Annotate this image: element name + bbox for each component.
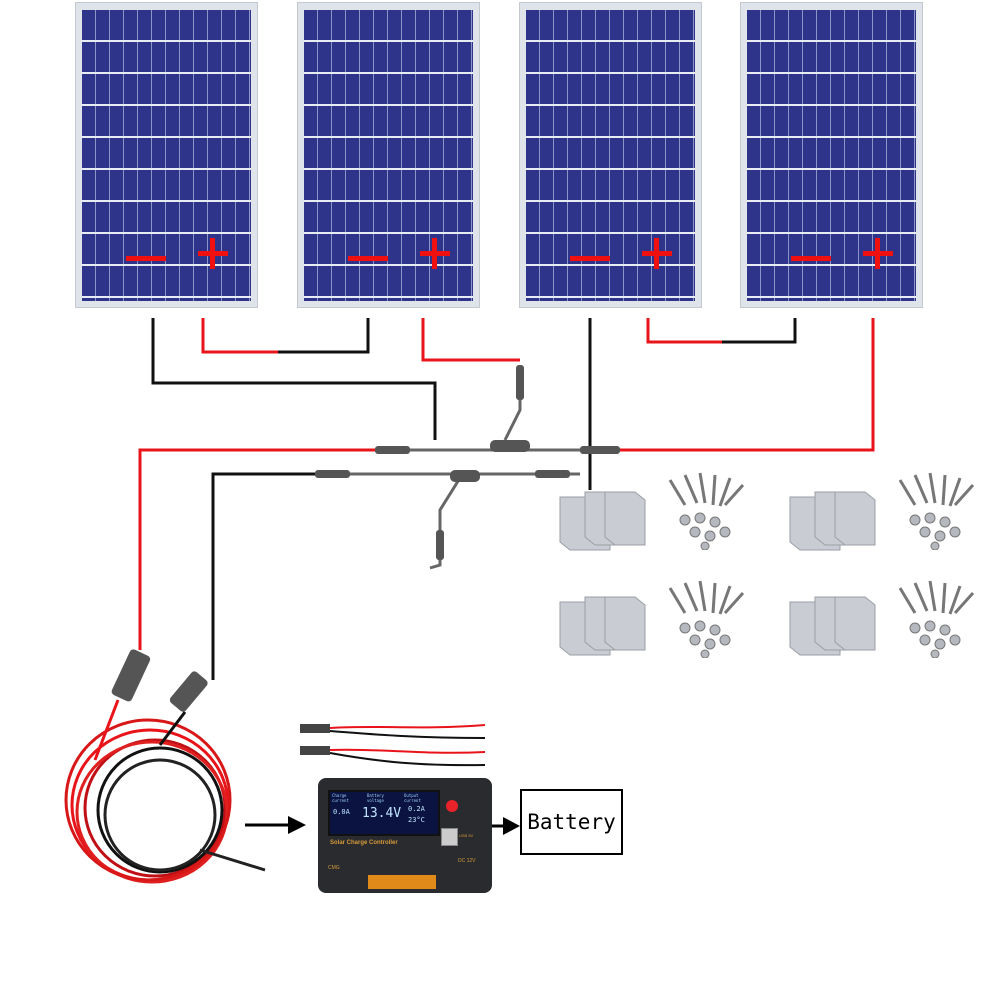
wire-panel4-positive [620,318,875,452]
wire-panel2-negative [278,318,370,354]
solar-charge-controller: Charge current Battery voltage Output cu… [318,778,492,893]
solar-panel-1 [75,2,258,308]
dc-plug [300,724,330,733]
mc4-connector [315,470,350,478]
wire-panel1-positive [201,318,278,354]
mc4-connector [535,470,570,478]
bolts-and-nuts [668,580,745,658]
dc-output-label: DC 12V [458,858,476,864]
solar-cells [526,10,695,301]
y-splitter [490,440,530,452]
mc4-connector [375,446,410,454]
z-bracket-set [789,596,876,656]
battery-voltage-value: 13.4V [362,806,402,821]
z-bracket-set [789,491,876,551]
mc4-connectors [111,365,620,712]
negative-terminal-mark [570,256,610,261]
usb-port [441,828,458,846]
lcd-display: Charge current Battery voltage Output cu… [328,790,440,836]
y-splitter [450,470,480,482]
dc-cables [300,724,486,767]
mc4-connector [580,446,620,454]
bolts-and-nuts [898,580,975,658]
output-current-value: 0.2A [408,805,425,813]
usb-label: USB 5V [459,833,474,838]
mc4-connector [516,365,524,400]
negative-terminal-mark [348,256,388,261]
battery-box: Battery [520,789,623,855]
output-current-label: Output current [404,793,421,803]
solar-panel-4 [740,2,923,308]
power-button[interactable] [446,800,458,812]
battery-voltage-label: Battery voltage [367,793,384,803]
z-bracket-set [559,491,646,551]
negative-terminal-mark [126,256,166,261]
positive-terminal-mark [642,238,672,269]
charge-current-value: 0.0A [333,808,350,816]
dc-plug [300,746,330,755]
solar-panel-2 [297,2,480,308]
temperature-value: 23°C [408,816,425,824]
bolts-and-nuts [668,472,745,550]
y-branch-down [429,477,462,570]
wire-panel3-positive [646,318,722,344]
wire-panel4-negative [722,318,797,344]
bolts-and-nuts [898,472,975,550]
arrow-to-controller [245,816,306,834]
wire-panel2-positive [421,318,520,362]
cable-coil [64,699,266,884]
mc4-connector [436,530,444,560]
solar-panel-3 [519,2,702,308]
charge-current-label: Charge current [332,793,349,803]
mc4-connector [169,671,208,712]
positive-terminal-mark [863,238,893,269]
positive-terminal-mark [198,238,228,269]
negative-terminal-mark [791,256,831,261]
battery-label: Battery [527,810,616,834]
controller-title: Solar Charge Controller [330,840,398,846]
terminal-block [368,875,436,889]
controller-brand: CMG [328,865,340,871]
main-wire-positive [138,448,380,650]
main-wire-negative [211,472,320,680]
mc4-connector [111,649,151,702]
wire-panel1-negative [151,318,437,440]
z-bracket-set [559,596,646,656]
positive-terminal-mark [420,238,450,269]
